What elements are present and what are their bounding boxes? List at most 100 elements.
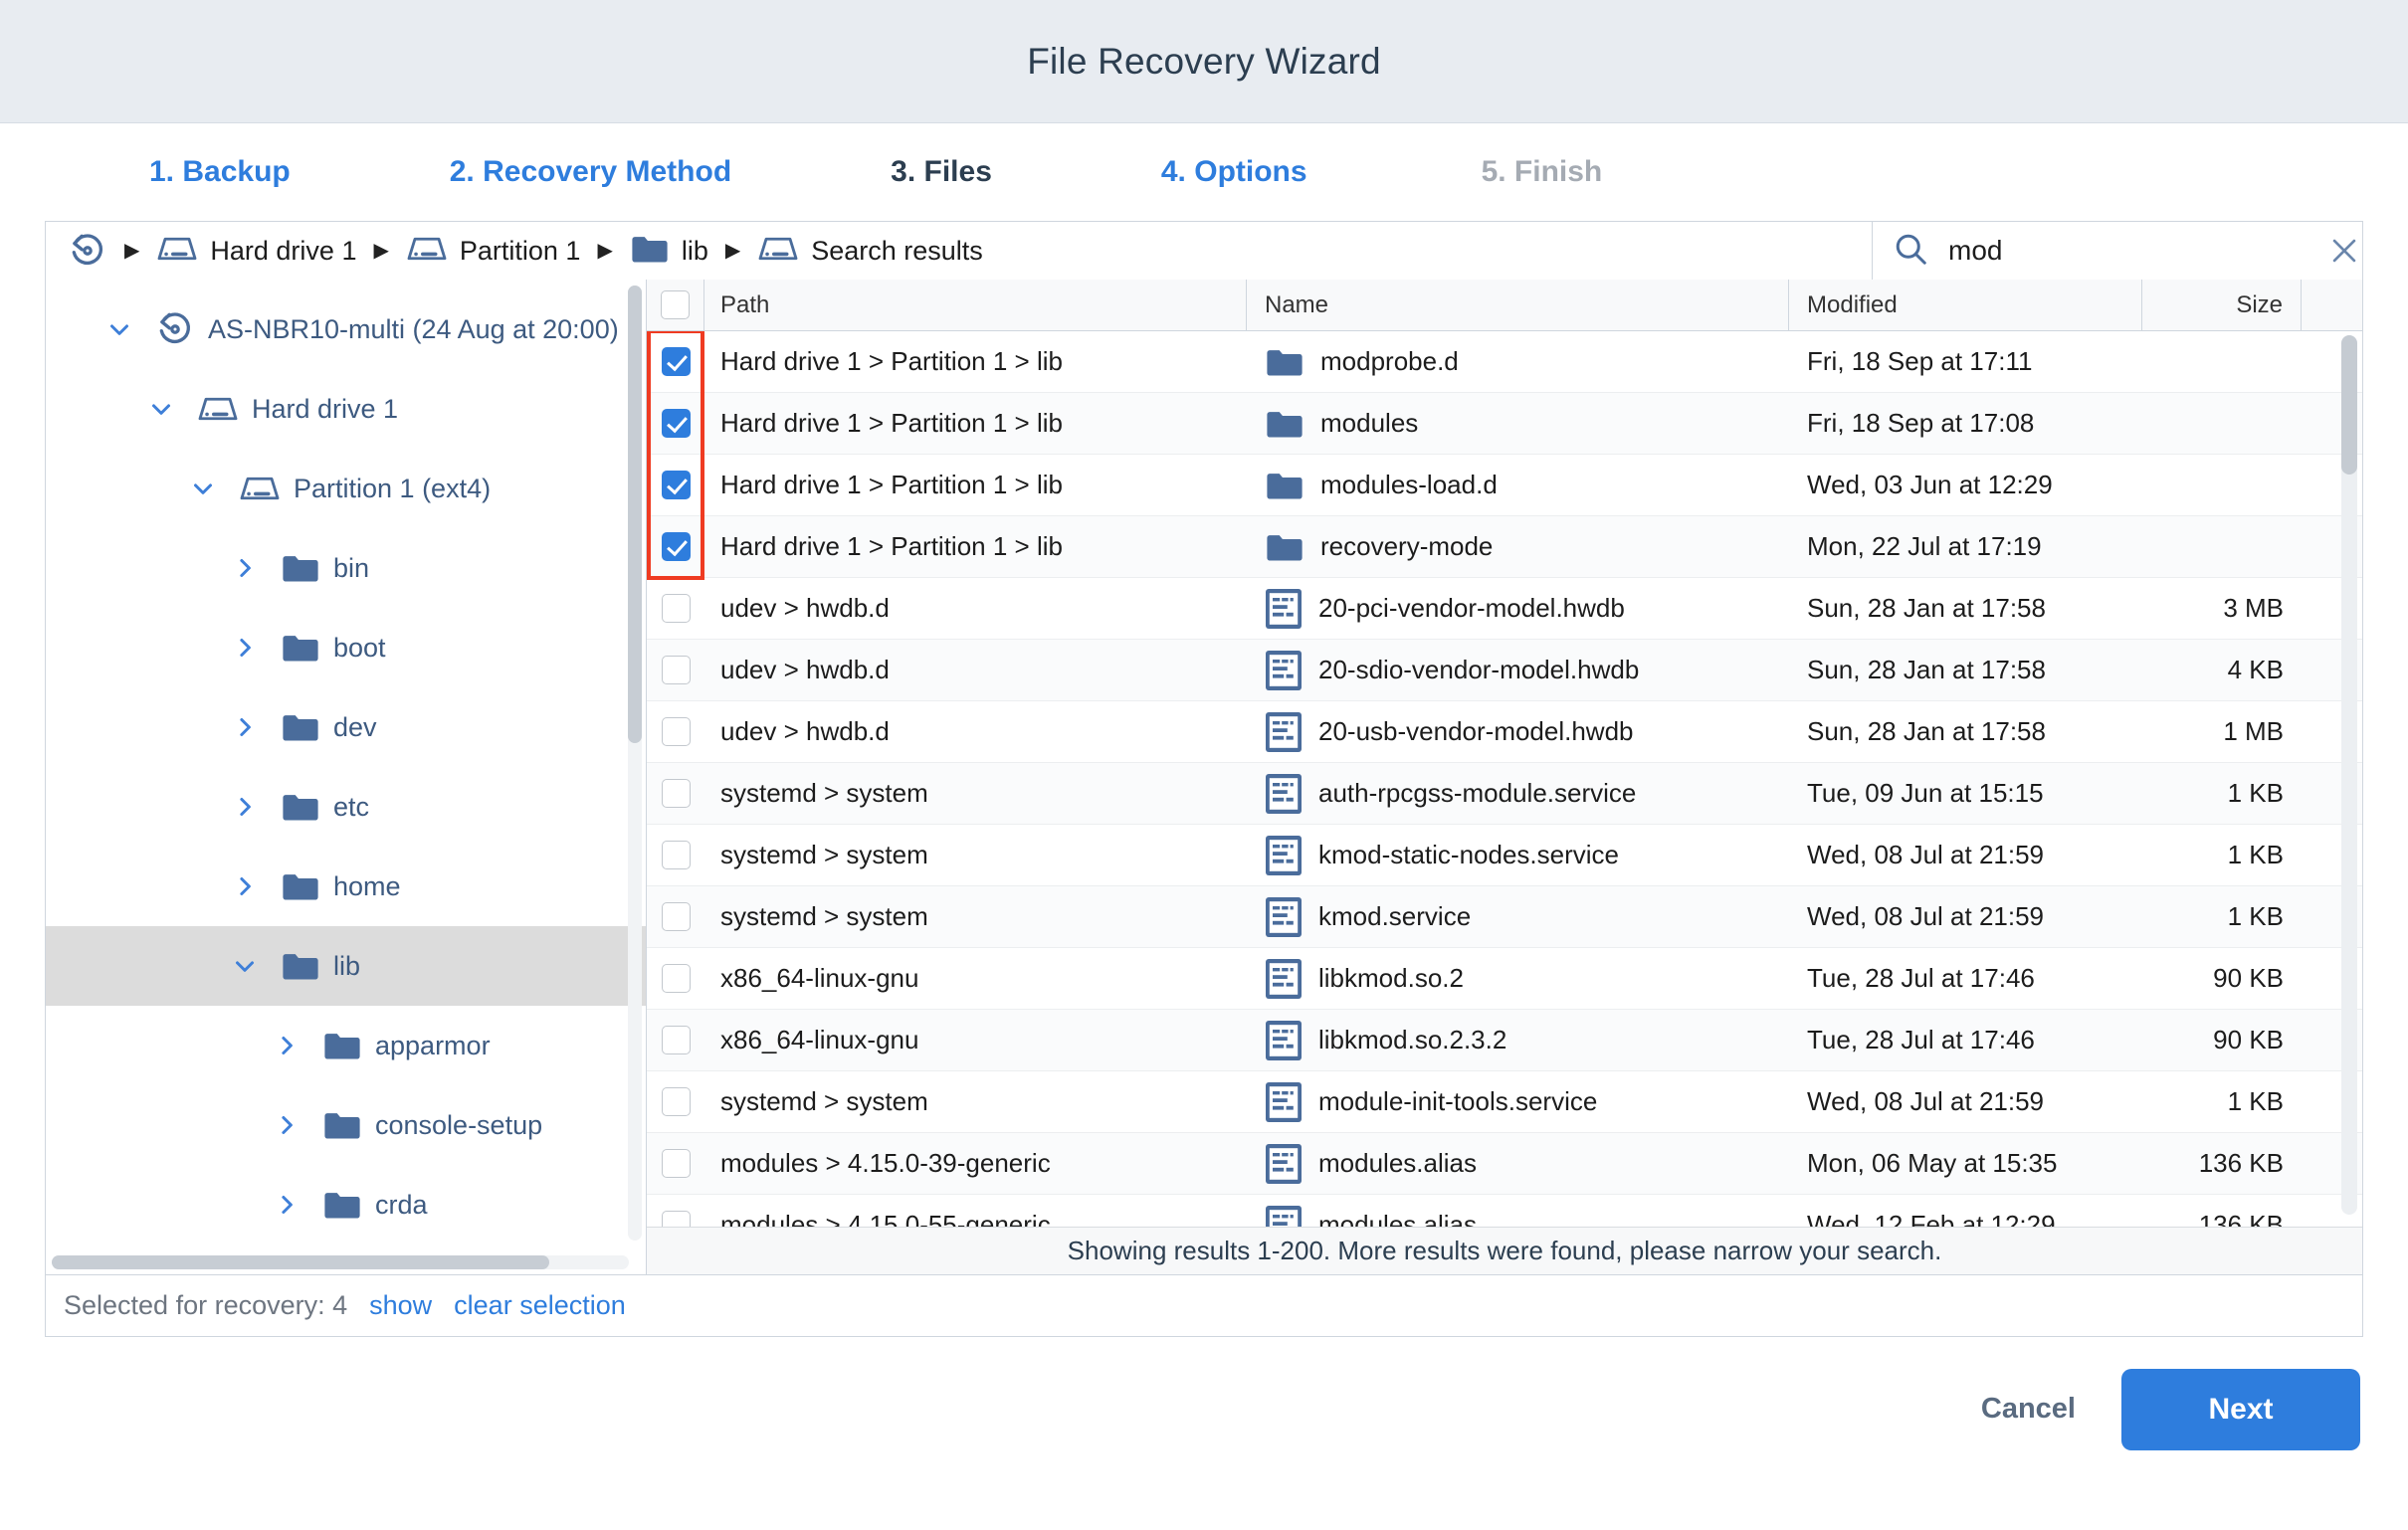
tree-item-label: etc — [333, 791, 370, 822]
row-checkbox[interactable] — [661, 902, 691, 931]
tree-vertical-scrollbar[interactable] — [628, 286, 642, 1241]
row-checkbox[interactable] — [661, 1026, 691, 1054]
tree-vertical-scrollbar-thumb[interactable] — [628, 286, 642, 743]
next-button[interactable]: Next — [2121, 1368, 2360, 1450]
wizard-steps: 1. Backup 2. Recovery Method 3. Files 4.… — [0, 123, 2408, 221]
column-header-path[interactable]: Path — [704, 280, 1247, 331]
cell-modified: Tue, 28 Jul at 17:46 — [1807, 1025, 2035, 1054]
chevron-right-icon[interactable] — [223, 712, 267, 742]
tree-item-hard-drive-1[interactable]: Hard drive 1 — [46, 369, 646, 449]
tree-item-apparmor[interactable]: apparmor — [46, 1006, 646, 1085]
column-header-name[interactable]: Name — [1247, 280, 1789, 331]
row-select-cell — [647, 393, 704, 455]
tree-horizontal-scrollbar-thumb[interactable] — [52, 1255, 549, 1269]
row-checkbox[interactable] — [661, 409, 691, 438]
clear-selection-link[interactable]: clear selection — [454, 1290, 626, 1320]
select-all-checkbox[interactable] — [661, 290, 690, 319]
chevron-right-icon[interactable] — [265, 1190, 308, 1220]
row-checkbox[interactable] — [661, 347, 691, 376]
row-checkbox[interactable] — [661, 964, 691, 993]
cell-name-label: modprobe.d — [1320, 346, 1459, 376]
cell-modified: Wed, 08 Jul at 21:59 — [1807, 901, 2045, 931]
row-checkbox[interactable] — [661, 841, 691, 869]
chevron-down-icon[interactable] — [223, 951, 267, 981]
tree-item-crda[interactable]: crda — [46, 1165, 646, 1244]
tree-item-as-nbr10-multi-24-aug-at-20-00[interactable]: AS-NBR10-multi (24 Aug at 20:00) — [46, 289, 646, 369]
show-selection-link[interactable]: show — [369, 1290, 433, 1320]
tree-item-console-setup[interactable]: console-setup — [46, 1085, 646, 1165]
cell-size: 1 KB — [2227, 901, 2284, 931]
hard-drive-icon — [406, 233, 448, 270]
tree-item-dev[interactable]: dev — [46, 687, 646, 767]
row-checkbox[interactable] — [661, 717, 691, 746]
tree-item-lib[interactable]: lib — [46, 926, 646, 1006]
cell-name: libkmod.so.2 — [1247, 948, 1789, 1010]
chevron-down-icon[interactable] — [139, 394, 183, 424]
cell-path: Hard drive 1 > Partition 1 > lib — [720, 470, 1063, 499]
cell-name: module-init-tools.service — [1247, 1071, 1789, 1133]
chevron-right-icon[interactable] — [223, 553, 267, 583]
cell-path: systemd > system — [720, 1086, 928, 1116]
cell-modified: Mon, 22 Jul at 17:19 — [1807, 531, 2042, 561]
tree-item-partition-1-ext4[interactable]: Partition 1 (ext4) — [46, 449, 646, 528]
folder-icon — [1265, 408, 1304, 440]
chevron-right-icon[interactable] — [265, 1031, 308, 1060]
breadcrumb-item-hard-drive-1[interactable]: Hard drive 1 — [156, 233, 356, 270]
breadcrumb-separator: ▶ — [124, 240, 140, 262]
chevron-right-icon[interactable] — [223, 792, 267, 822]
row-checkbox[interactable] — [661, 594, 691, 623]
chevron-right-icon[interactable] — [223, 871, 267, 901]
page-title: File Recovery Wizard — [1027, 40, 1381, 82]
column-header-size[interactable]: Size — [2142, 280, 2302, 331]
cell-modified: Fri, 18 Sep at 17:11 — [1807, 346, 2033, 376]
tree-item-bin[interactable]: bin — [46, 528, 646, 608]
wizard-step-backup[interactable]: 1. Backup — [149, 155, 291, 188]
results-vertical-scrollbar[interactable] — [2341, 335, 2357, 1215]
restore-backup-icon[interactable] — [68, 231, 107, 271]
row-checkbox[interactable] — [661, 532, 691, 561]
breadcrumb-item-partition-1[interactable]: Partition 1 — [406, 233, 580, 270]
wizard-step-recovery-method[interactable]: 2. Recovery Method — [449, 155, 732, 188]
cancel-button[interactable]: Cancel — [1980, 1393, 2076, 1425]
breadcrumb-item-search-results[interactable]: Search results — [757, 233, 983, 270]
tree-item-home[interactable]: home — [46, 847, 646, 926]
results-vertical-scrollbar-thumb[interactable] — [2341, 335, 2357, 475]
row-checkbox[interactable] — [661, 779, 691, 808]
row-checkbox[interactable] — [661, 656, 691, 684]
chevron-right-icon[interactable] — [265, 1110, 308, 1140]
row-checkbox[interactable] — [661, 471, 691, 499]
cell-name: auth-rpcgss-module.service — [1247, 763, 1789, 825]
row-select-cell — [647, 640, 704, 701]
file-icon — [1265, 650, 1303, 691]
breadcrumb-item-label: Hard drive 1 — [210, 235, 357, 266]
tree-item-boot[interactable]: boot — [46, 608, 646, 687]
table-row[interactable]: systemd > system module-init-tools.servic… — [647, 1071, 2362, 1133]
row-checkbox[interactable] — [661, 1087, 691, 1116]
chevron-down-icon[interactable] — [181, 474, 225, 503]
chevron-down-icon[interactable] — [98, 314, 141, 344]
row-checkbox[interactable] — [661, 1149, 691, 1178]
column-header-modified[interactable]: Modified — [1789, 280, 2142, 331]
wizard-step-options[interactable]: 4. Options — [1160, 155, 1307, 188]
chevron-right-icon[interactable] — [223, 633, 267, 663]
cell-name: kmod.service — [1247, 886, 1789, 948]
tree-horizontal-scrollbar[interactable] — [52, 1255, 629, 1269]
cell-size: 1 MB — [2223, 716, 2284, 746]
close-icon[interactable] — [2327, 234, 2361, 268]
tree-item-etc[interactable]: etc — [46, 767, 646, 847]
breadcrumb-item-lib[interactable]: lib — [630, 233, 708, 270]
search-input[interactable] — [1948, 235, 2308, 267]
